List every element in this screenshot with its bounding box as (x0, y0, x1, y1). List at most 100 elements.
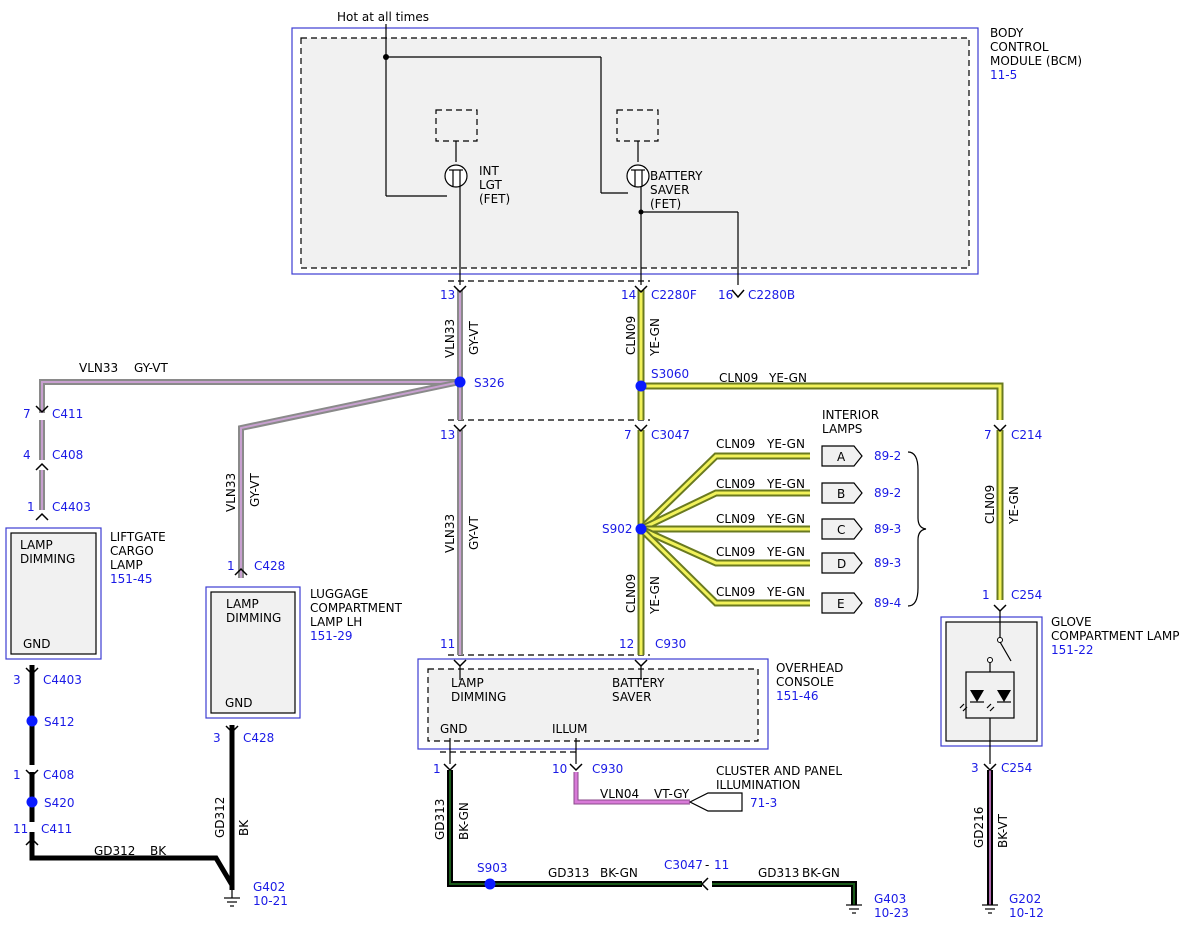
connector-c214[interactable]: C214 (1011, 428, 1042, 442)
label-ye-gn-2: YE-GN (648, 576, 662, 615)
splice-s903[interactable]: S903 (477, 861, 508, 875)
overhead-battery-saver-1: BATTERY (612, 676, 665, 690)
label-vln33-1: VLN33 (443, 319, 457, 358)
overhead-battery-saver-2: SAVER (612, 690, 651, 704)
lamp-letter-b: B (837, 487, 845, 501)
liftgate-inner-2: DIMMING (20, 552, 75, 566)
bcm-module: BODY CONTROL MODULE (BCM) 11-5 (291, 26, 1082, 275)
label-bk-gn-h1: BK-GN (600, 866, 638, 880)
connector-c254-bottom[interactable]: C254 (1001, 761, 1032, 775)
label-vln33-4: VLN33 (443, 514, 457, 553)
pin-overhead-gnd-1: 1 (433, 762, 441, 776)
overhead-gnd: GND (440, 722, 468, 736)
pin-c930-11: 11 (440, 637, 455, 651)
lamp-ref-b[interactable]: 89-2 (874, 486, 901, 500)
glove-pin-c214: 7 (984, 428, 992, 442)
ground-g202-ref[interactable]: 10-12 (1009, 906, 1044, 920)
cluster-title-1: CLUSTER AND PANEL (716, 764, 842, 778)
label-cln09-b: CLN09 (716, 477, 755, 491)
connector-c930[interactable]: C930 (655, 637, 686, 651)
splice-s3060[interactable]: S3060 (651, 367, 689, 381)
label-gd312-v: GD312 (213, 797, 227, 838)
ground-g403[interactable]: G403 (874, 892, 906, 906)
liftgate-pin-c408-1: 1 (13, 768, 21, 782)
label-gd216: GD216 (972, 807, 986, 848)
glove-ref-link[interactable]: 151-22 (1051, 643, 1094, 657)
label-gy-vt-3: GY-VT (248, 473, 262, 507)
connector-c3047-inline[interactable]: C3047 (664, 858, 703, 872)
splice-points (26, 376, 647, 890)
lamp-letter-d: D (837, 557, 846, 571)
luggage-title-2: COMPARTMENT (310, 601, 403, 615)
connector-c4403-bottom[interactable]: C4403 (43, 673, 82, 687)
connector-c930-illum[interactable]: C930 (592, 762, 623, 776)
splice-s420[interactable]: S420 (44, 796, 75, 810)
luggage-title-1: LUGGAGE (310, 587, 368, 601)
luggage-ref-link[interactable]: 151-29 (310, 629, 353, 643)
connector-c3047-dash-sep: - (705, 858, 709, 872)
overhead-ref-link[interactable]: 151-46 (776, 689, 819, 703)
connector-c428-bottom[interactable]: C428 (243, 731, 274, 745)
luggage-gnd: GND (225, 696, 253, 710)
label-ye-gn-d: YE-GN (766, 545, 805, 559)
connector-c428-top[interactable]: C428 (254, 559, 285, 573)
pin-bcm-13: 13 (440, 288, 455, 302)
label-cln09-a: CLN09 (716, 437, 755, 451)
overhead-title-2: CONSOLE (776, 675, 834, 689)
interior-lamp-a: A 89-2 (821, 445, 901, 467)
bcm-ref-link[interactable]: 11-5 (990, 68, 1017, 82)
connector-c408-top[interactable]: C408 (52, 448, 83, 462)
splice-s902[interactable]: S902 (602, 522, 633, 536)
connector-c411-top[interactable]: C411 (52, 407, 83, 421)
luggage-inner-2: DIMMING (226, 611, 281, 625)
ground-g403-ref[interactable]: 10-23 (874, 906, 909, 920)
interior-lamp-c: C 89-3 (821, 518, 901, 540)
splice-s412[interactable]: S412 (44, 715, 75, 729)
battery-saver-label-1: BATTERY (650, 169, 703, 183)
connector-c2280f[interactable]: C2280F (651, 288, 697, 302)
pin-bcm-14: 14 (621, 288, 636, 302)
glove-pin-c254-bottom: 3 (971, 761, 979, 775)
connector-c411-bottom[interactable]: C411 (41, 822, 72, 836)
connector-c4403-top[interactable]: C4403 (52, 500, 91, 514)
wire-cln09-ye-gn (637, 290, 1004, 655)
interior-lamp-d: D 89-3 (821, 552, 901, 574)
lamp-ref-a[interactable]: 89-2 (874, 449, 901, 463)
wire-labels: VLN33 GY-VT CLN09 YE-GN VLN33 GY-VT VLN3… (79, 316, 1021, 880)
connector-c408-bottom[interactable]: C408 (43, 768, 74, 782)
label-bk-gn-h2: BK-GN (802, 866, 840, 880)
pin-labels: 13 14 C2280F 16 C2280B 13 7 C3047 11 12 … (13, 288, 1042, 836)
label-ye-gn-1: YE-GN (648, 318, 662, 357)
label-ye-gn-c: YE-GN (766, 512, 805, 526)
ground-g402[interactable]: G402 (253, 880, 285, 894)
label-vt-gy: VT-GY (654, 787, 690, 801)
glove-title-2: COMPARTMENT LAMP (1051, 629, 1179, 643)
battery-saver-label-2: SAVER (650, 183, 689, 197)
ground-g402-ref[interactable]: 10-21 (253, 894, 288, 908)
liftgate-title-2: CARGO (110, 544, 154, 558)
liftgate-title-3: LAMP (110, 558, 143, 572)
lamp-ref-c[interactable]: 89-3 (874, 522, 901, 536)
label-ye-gn-a: YE-GN (766, 437, 805, 451)
connector-c3047[interactable]: C3047 (651, 428, 690, 442)
label-ye-gn-3: YE-GN (768, 371, 807, 385)
label-cln09-e: CLN09 (716, 585, 755, 599)
liftgate-ref-link[interactable]: 151-45 (110, 572, 153, 586)
connector-c254-top[interactable]: C254 (1011, 588, 1042, 602)
connector-c2280b[interactable]: C2280B (748, 288, 795, 302)
int-lgt-label-3: (FET) (479, 192, 510, 206)
liftgate-inner-1: LAMP (20, 538, 53, 552)
overhead-title-1: OVERHEAD (776, 661, 843, 675)
lamp-letter-a: A (837, 450, 846, 464)
label-ye-gn-4: YE-GN (1007, 486, 1021, 525)
bcm-title-2: CONTROL (990, 40, 1049, 54)
lamp-ref-e[interactable]: 89-4 (874, 596, 901, 610)
label-gd312-h: GD312 (94, 844, 135, 858)
ground-g202[interactable]: G202 (1009, 892, 1041, 906)
cluster-ref-link[interactable]: 71-3 (750, 796, 777, 810)
interior-lamp-e: E 89-4 (821, 592, 901, 614)
lamp-letter-e: E (837, 597, 845, 611)
lamp-ref-d[interactable]: 89-3 (874, 556, 901, 570)
splice-s326[interactable]: S326 (474, 376, 505, 390)
